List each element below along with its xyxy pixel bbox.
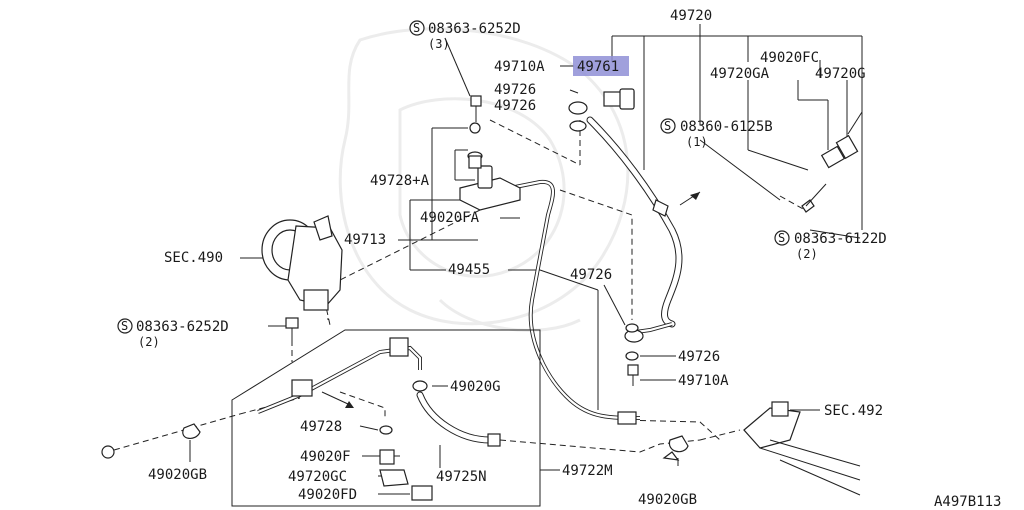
group-bracket-49720 [611, 24, 863, 230]
label-49020GB-right: 49020GB [638, 492, 697, 508]
diagram-id: A497B113 [934, 494, 1001, 510]
clamp-49020FD [411, 485, 433, 501]
washer-49726-d [625, 351, 639, 361]
label-sec-490: SEC.490 [164, 250, 223, 266]
label-49722M: 49722M [562, 463, 613, 479]
label-49020FC: 49020FC [760, 50, 819, 66]
power-steering-pump [261, 215, 343, 311]
label-49726-d: 49726 [678, 349, 720, 365]
hose-49720 [568, 88, 683, 343]
steering-rack [662, 401, 861, 496]
label-49720GA: 49720GA [710, 66, 770, 82]
bracket-49713 [459, 95, 521, 211]
highlight-49761 [573, 56, 629, 76]
clip-49720G [835, 134, 859, 160]
arrow-head-lower [345, 401, 354, 408]
screw-symbol-6122D [774, 230, 790, 246]
label-08363-6252D-left: 08363-6252D [136, 319, 229, 335]
washer-49726-c [625, 323, 639, 333]
label-49020FD: 49020FD [298, 487, 357, 503]
label-08363-6252D-left-qty: (2) [138, 335, 160, 349]
label-08363-6252D-top: 08363-6252D [428, 21, 521, 37]
label-49710A-bottom: 49710A [678, 373, 729, 389]
label-08363-6122D-qty: (2) [796, 247, 818, 261]
clip-49720GA [820, 145, 846, 169]
label-49726-c: 49726 [570, 267, 612, 283]
hose-clip [652, 199, 669, 217]
label-49020FA: 49020FA [420, 210, 480, 226]
clip-marker-right [662, 451, 680, 461]
label-49020G: 49020G [450, 379, 501, 395]
clamp-49020GB-right [668, 435, 689, 453]
label-49761: 49761 [577, 59, 619, 75]
label-49720G: 49720G [815, 66, 866, 82]
bolt-head-top [470, 95, 482, 107]
arrow-head-upper [690, 192, 700, 200]
bolt-49710A-bottom [627, 364, 639, 376]
sub-assembly-box [231, 329, 541, 507]
clamp-box-top [389, 337, 409, 357]
label-49020F: 49020F [300, 449, 351, 465]
clamp-49020G [412, 380, 428, 392]
pipe-49455 [499, 179, 641, 425]
collar [468, 155, 482, 169]
screw-symbol-top [409, 20, 425, 36]
label-08360-6125B: 08360-6125B [680, 119, 773, 135]
washer-49728 [379, 425, 393, 435]
label-08363-6252D-top-qty: (3) [428, 37, 450, 51]
clip-49720GC [379, 469, 409, 487]
part-labels: S 08363-6252D (3) 49720 49020FC 49720GA … [117, 8, 1001, 510]
eye-bolt-banjo-top [568, 101, 588, 115]
clamp-49020FA [477, 165, 493, 189]
bolts [285, 111, 863, 386]
washer-49728A [469, 122, 481, 134]
pipe-flare-nut [617, 411, 637, 425]
screw-symbol-6125B [660, 118, 676, 134]
screw-symbol-left [117, 318, 133, 334]
bolt-08360-6125B [801, 199, 815, 213]
clamp-box-left [291, 379, 313, 397]
clamp-49020F [379, 449, 395, 465]
screw-symbol-6125B-text: S [664, 119, 671, 133]
hose-end-49725N [487, 433, 501, 447]
label-49726-a: 49726 [494, 82, 536, 98]
label-49713: 49713 [344, 232, 386, 248]
label-49455: 49455 [448, 262, 490, 278]
label-49728: 49728 [300, 419, 342, 435]
screw-symbol-6122D-text: S [778, 231, 785, 245]
screw-symbol-left-text: S [121, 319, 128, 333]
label-49728A: 49728+A [370, 173, 430, 189]
label-49726-b: 49726 [494, 98, 536, 114]
screw-symbol-top-text: S [413, 21, 420, 35]
label-08363-6122D: 08363-6122D [794, 231, 887, 247]
hose-fitting-nut [619, 88, 635, 110]
label-49710A-top: 49710A [494, 59, 545, 75]
bolt-left [285, 317, 299, 329]
label-sec-492: SEC.492 [824, 403, 883, 419]
label-49020GB-left: 49020GB [148, 467, 207, 483]
dashed-guides [113, 119, 806, 453]
label-49720: 49720 [670, 8, 712, 24]
label-08360-6125B-qty: (1) [686, 135, 708, 149]
label-49720GC: 49720GC [288, 469, 347, 485]
left-clamp-49020GB [101, 423, 201, 459]
banjo-washer-top [569, 120, 587, 132]
direction-arrows [321, 191, 701, 408]
label-49725N: 49725N [436, 469, 487, 485]
